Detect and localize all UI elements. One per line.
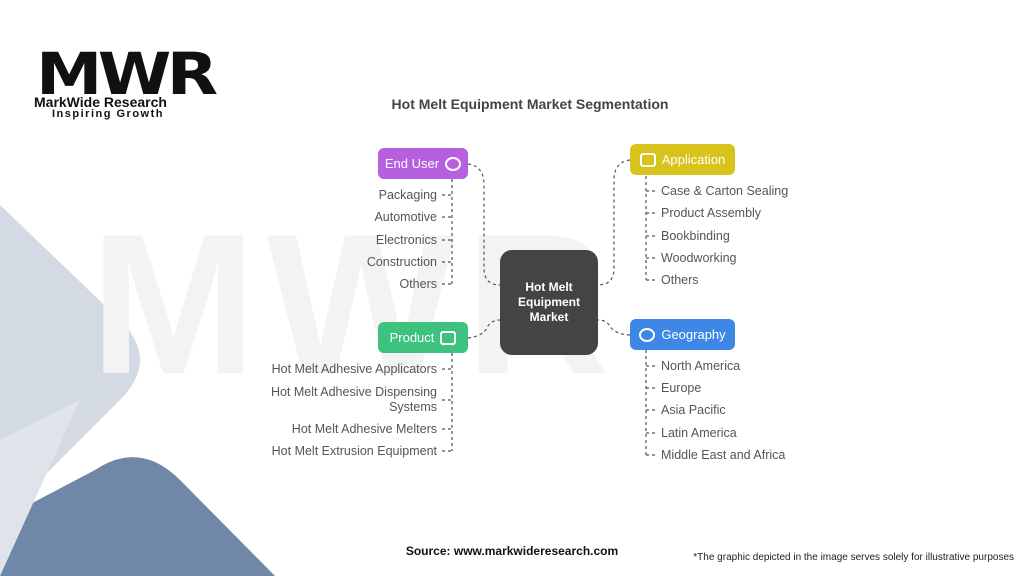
list-item: Hot Melt Adhesive Dispensing Systems [270, 385, 437, 414]
hand-heart-icon [445, 156, 462, 171]
geography-node: Geography [630, 319, 735, 350]
center-node: Hot Melt Equipment Market [500, 250, 598, 355]
sewing-machine-icon [639, 152, 656, 167]
application-label: Application [661, 152, 726, 167]
geography-label: Geography [661, 327, 726, 342]
product-node: Product [378, 322, 468, 353]
logo-mark: MWR [36, 40, 218, 108]
list-item: Woodworking [661, 251, 737, 265]
list-item: Latin America [661, 426, 737, 440]
product-label: Product [389, 330, 435, 345]
globe-stand-icon [639, 327, 656, 342]
list-item: Others [399, 277, 437, 291]
list-item: Asia Pacific [661, 403, 726, 417]
list-item: Hot Melt Extrusion Equipment [271, 444, 437, 458]
list-item: Automotive [374, 210, 437, 224]
list-item: Packaging [378, 188, 437, 202]
source-text: Source: www.markwideresearch.com [405, 544, 619, 558]
list-item: Hot Melt Adhesive Applicators [271, 362, 437, 376]
logo-name: MarkWide Research [34, 94, 167, 110]
list-item: Product Assembly [661, 206, 762, 220]
list-item: Bookbinding [661, 229, 730, 243]
end-user-node: End User [378, 148, 468, 179]
microwave-icon [440, 330, 457, 345]
list-item: Middle East and Africa [661, 448, 786, 462]
list-item: Case & Carton Sealing [661, 184, 789, 198]
end-user-label: End User [384, 156, 440, 171]
application-node: Application [630, 144, 735, 175]
list-item: Europe [661, 381, 702, 395]
list-item: North America [661, 359, 741, 373]
list-item: Hot Melt Adhesive Melters [291, 422, 437, 436]
list-item: Construction [366, 255, 437, 269]
diagram-title: Hot Melt Equipment Market Segmentation [391, 96, 669, 112]
list-item: Others [661, 273, 699, 287]
list-item: Electronics [375, 233, 437, 247]
logo-tagline: Inspiring Growth [52, 108, 164, 120]
disclaimer-note: *The graphic depicted in the image serve… [693, 552, 1014, 563]
